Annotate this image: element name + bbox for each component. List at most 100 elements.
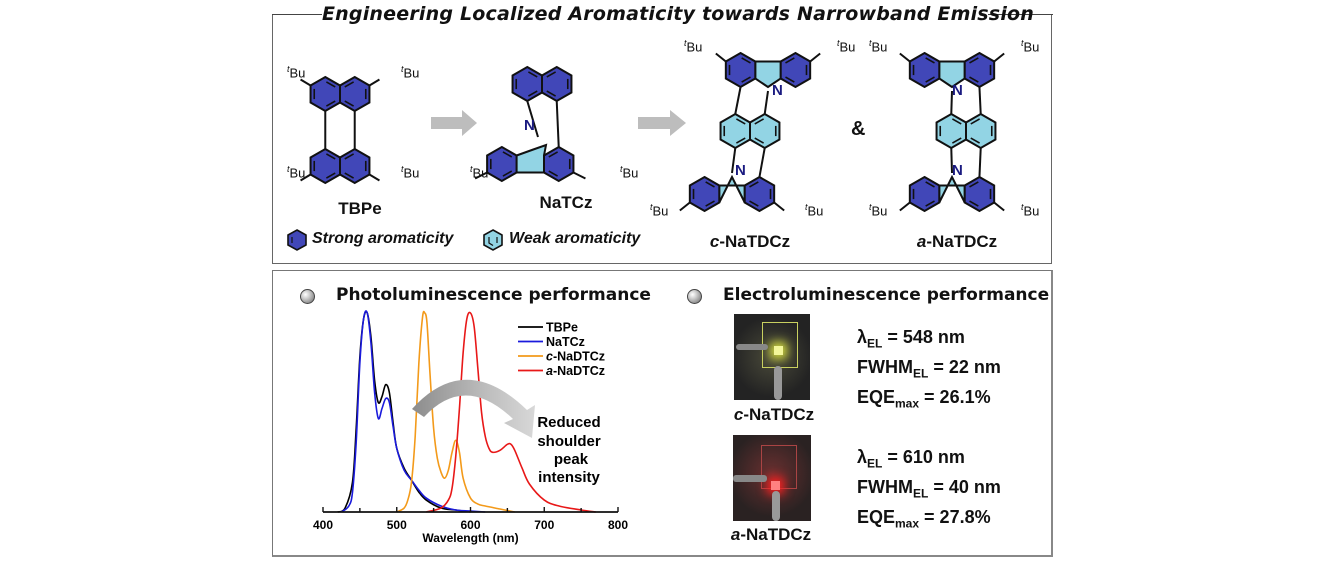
- tbu-label: tBu: [650, 202, 669, 219]
- tbu-label: tBu: [837, 38, 856, 55]
- tbu-label: tBu: [287, 164, 306, 181]
- probe: [736, 344, 768, 350]
- x-tick-label: 600: [460, 518, 480, 532]
- tbu-label: tBu: [805, 202, 824, 219]
- c-natdcz-structure: [679, 51, 821, 213]
- five-ring: [515, 143, 548, 174]
- double-bond: [749, 200, 759, 207]
- bond: [809, 52, 821, 63]
- x-tick-label: 700: [534, 518, 554, 532]
- bond: [899, 201, 911, 212]
- bond: [950, 90, 953, 115]
- tbu-label: tBu: [401, 164, 420, 181]
- double-bond: [785, 57, 795, 64]
- molecule-name-a-natdcz: a-NaTDCz: [916, 232, 998, 251]
- double-bond: [925, 200, 935, 207]
- five-ring: [718, 174, 746, 203]
- el-section-title: Electroluminescence performance: [723, 285, 1050, 305]
- performance-panel: [272, 270, 1053, 557]
- series-line-anadtcz: [426, 311, 596, 513]
- tbu-label: tBu: [470, 164, 489, 181]
- bond: [734, 86, 742, 115]
- curved-arrow-icon: [412, 379, 535, 438]
- double-bond: [527, 71, 538, 78]
- double-bond: [546, 90, 557, 97]
- double-bond: [548, 170, 559, 177]
- x-tick-label: 500: [387, 518, 407, 532]
- nitrogen-label: N: [772, 82, 783, 99]
- double-bond: [325, 81, 336, 88]
- device-label-a-natdcz: a-NaTDCz: [730, 525, 812, 544]
- x-tick-label: 800: [608, 518, 628, 532]
- double-bond: [785, 76, 795, 83]
- strong-aromatic-hexagon-icon: [287, 229, 307, 251]
- double-bond: [741, 57, 751, 64]
- tbu-label: tBu: [1021, 38, 1040, 55]
- double-bond: [325, 172, 336, 179]
- annotation-text: peak: [554, 451, 589, 468]
- double-bond: [325, 100, 336, 107]
- series-line-cnadtcz: [396, 310, 515, 513]
- lambda-el-c: λEL = 548 nm: [857, 327, 965, 351]
- bond: [368, 173, 380, 182]
- lambda-el-a: λEL = 610 nm: [857, 447, 965, 471]
- double-bond: [749, 181, 759, 188]
- ampersand: &: [851, 118, 866, 140]
- double-bond: [754, 118, 765, 125]
- mechanism-panel: [272, 14, 1052, 264]
- five-ring: [938, 174, 966, 203]
- figure-title: Engineering Localized Aromaticity toward…: [322, 3, 1035, 25]
- panel-border: [988, 14, 1053, 15]
- double-bond: [344, 81, 355, 88]
- bond: [474, 171, 488, 180]
- annotation-text: shoulder: [537, 433, 601, 450]
- molecule-name-tbpe: TBPe: [338, 199, 382, 218]
- a-natdcz-structure: [899, 51, 1005, 213]
- double-bond: [527, 90, 538, 97]
- tbpe-structure: [300, 75, 380, 185]
- molecule-name-c-natdcz: c-NaTDCz: [709, 232, 791, 251]
- panel-border: [272, 14, 322, 15]
- double-bond: [969, 200, 979, 207]
- nitrogen-label: N: [952, 162, 963, 179]
- legend-label: NaTCz: [546, 335, 585, 349]
- bullet-icon: [687, 289, 702, 304]
- emission-spot: [774, 346, 783, 355]
- double-bond: [925, 57, 935, 64]
- molecules-svg: .s{fill:#4147b8;stroke:#111;stroke-width…: [300, 51, 1005, 213]
- tbu-label: tBu: [287, 64, 306, 81]
- double-bond: [970, 118, 981, 125]
- annotation-text: Reduced: [537, 414, 600, 431]
- weak-aromatic-hexagon-icon: [483, 229, 503, 251]
- tbu-label: tBu: [1021, 202, 1040, 219]
- annotation-text: intensity: [538, 469, 600, 486]
- double-bond: [925, 76, 935, 83]
- eqe-max-c: EQEmax = 26.1%: [857, 387, 991, 411]
- nitrogen-label: N: [524, 117, 535, 134]
- double-bond: [969, 57, 979, 64]
- bullet-icon: [300, 289, 315, 304]
- bond: [679, 201, 691, 212]
- double-bond: [741, 76, 751, 83]
- natcz-structure: [474, 65, 586, 183]
- bond: [555, 100, 560, 148]
- double-bond: [705, 200, 715, 207]
- double-bond: [969, 76, 979, 83]
- double-bond: [951, 118, 962, 125]
- fwhm-el-c: FWHMEL = 22 nm: [857, 357, 1001, 381]
- bond: [526, 100, 539, 138]
- double-bond: [970, 137, 981, 144]
- x-axis-label: Wavelength (nm): [422, 531, 518, 545]
- double-bond: [325, 153, 336, 160]
- double-bond: [344, 172, 355, 179]
- x-tick-label: 400: [313, 518, 333, 532]
- bond: [993, 52, 1005, 63]
- tbu-label: tBu: [869, 202, 888, 219]
- legend-label: TBPe: [546, 321, 578, 335]
- tbu-label: tBu: [620, 164, 639, 181]
- fwhm-el-a: FWHMEL = 40 nm: [857, 477, 1001, 501]
- device-label-c-natdcz: c-NaTDCz: [733, 405, 815, 424]
- bond: [300, 78, 312, 87]
- nitrogen-label: N: [735, 162, 746, 179]
